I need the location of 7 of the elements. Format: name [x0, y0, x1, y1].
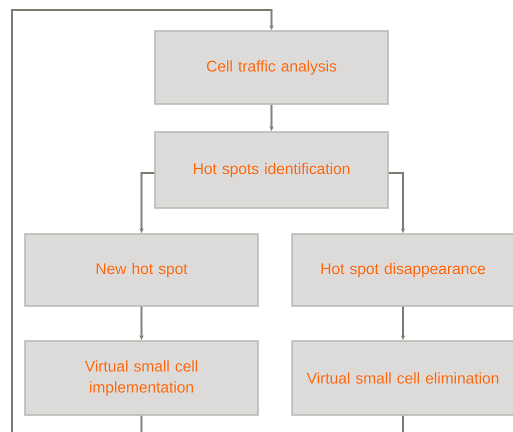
process-box: Virtual small cell elimination — [291, 340, 513, 416]
process-box: New hot spot — [24, 233, 259, 307]
process-box: Cell traffic analysis — [154, 30, 389, 105]
process-box: Virtual small cell implementation — [24, 340, 259, 416]
arrow — [11, 9, 274, 432]
process-box: Hot spots identification — [154, 131, 389, 209]
process-box: Hot spot disappearance — [291, 233, 513, 307]
